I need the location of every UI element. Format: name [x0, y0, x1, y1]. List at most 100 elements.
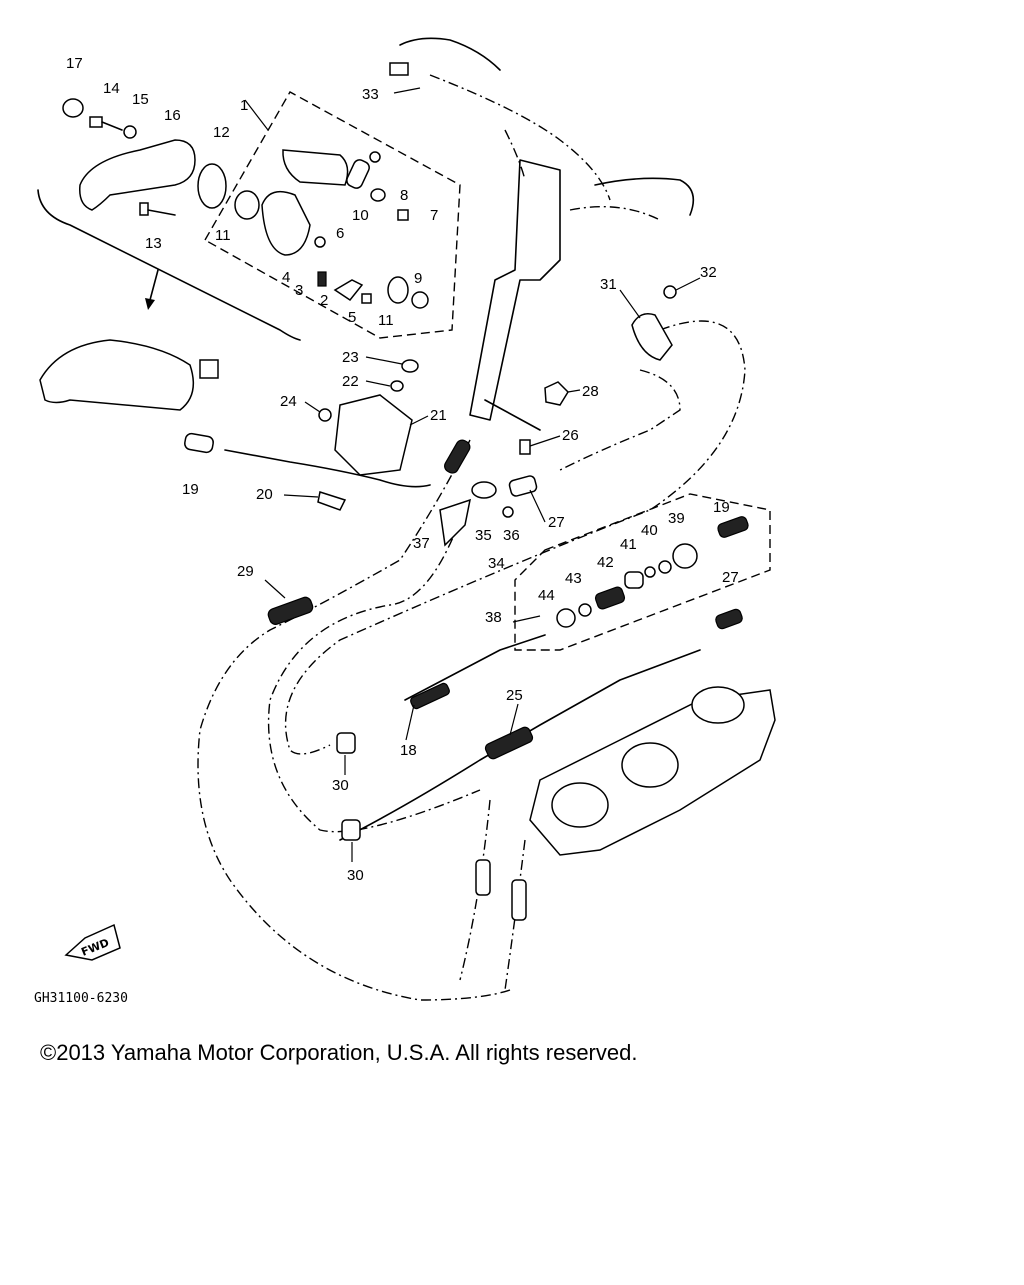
- callout-42: 42: [597, 554, 614, 571]
- callout-36: 36: [503, 527, 520, 544]
- callout-41: 41: [620, 536, 637, 553]
- callout-27-a: 27: [548, 514, 565, 531]
- washer-41: [644, 566, 656, 578]
- screw-part-5: [361, 293, 372, 304]
- nut-24: [318, 408, 332, 422]
- throttle-housing: [261, 190, 311, 256]
- grommet-43: [594, 586, 626, 610]
- steering-post: [469, 159, 561, 421]
- fwd-arrow-icon: FWD: [64, 923, 121, 961]
- callout-24: 24: [280, 393, 297, 410]
- adjuster-18: [410, 682, 450, 710]
- spring-part: [317, 271, 327, 287]
- boot-29: [267, 596, 314, 625]
- washer-part-11: [387, 276, 409, 304]
- callout-11-b: 11: [378, 312, 394, 329]
- cap-part: [62, 98, 84, 118]
- cable-sleeve-a: [475, 859, 491, 896]
- washer-43: [578, 603, 592, 617]
- bushing-42: [624, 571, 644, 589]
- nut-39: [672, 543, 698, 569]
- adjuster-25: [484, 726, 534, 760]
- handlebar-tube: [429, 74, 611, 201]
- throttle-lever: [79, 139, 196, 211]
- screw-part-7: [397, 209, 409, 221]
- callout-37: 37: [413, 535, 430, 552]
- choke-cable: [559, 369, 681, 471]
- callout-34: 34: [488, 555, 505, 572]
- callout-44: 44: [538, 587, 555, 604]
- callout-17: 17: [66, 55, 83, 72]
- nut-44: [556, 608, 576, 628]
- nut-23: [401, 359, 419, 373]
- bracket-arm: [484, 399, 541, 431]
- screw-shaft: [147, 209, 176, 216]
- callout-8: 8: [400, 187, 408, 204]
- callout-5: 5: [348, 309, 356, 326]
- assembly-box-38: [514, 493, 771, 651]
- drawing-code: GH31100-6230: [34, 991, 128, 1006]
- grommet-27-right: [715, 608, 743, 630]
- grommet-19: [184, 432, 214, 454]
- handlebar-grip-top: [399, 37, 501, 71]
- washer-40: [658, 560, 672, 574]
- handlebar-right-lower: [569, 206, 661, 221]
- clamp-20: [317, 491, 347, 511]
- link-pin: [369, 151, 381, 163]
- washer-part: [123, 125, 137, 139]
- left-switch: [199, 359, 219, 379]
- direction-arrow: [149, 269, 159, 301]
- callout-22: 22: [342, 373, 359, 390]
- link-part: [346, 159, 370, 189]
- callout-3: 3: [295, 282, 303, 299]
- clip-part: [411, 291, 429, 309]
- callout-12: 12: [213, 124, 230, 141]
- callout-11-a: 11: [215, 227, 231, 244]
- assembly-box-1: [204, 91, 461, 339]
- callout-38: 38: [485, 609, 502, 626]
- callout-31: 31: [600, 276, 617, 293]
- cable-34: [267, 519, 481, 833]
- copyright-notice: ©2013 Yamaha Motor Corporation, U.S.A. A…: [40, 1040, 638, 1065]
- bolt-32: [663, 285, 677, 299]
- cable-31-loop: [284, 320, 746, 755]
- leader-lines: [264, 87, 701, 862]
- cable-18: [404, 634, 546, 701]
- switch-33: [389, 62, 409, 76]
- boot-upper: [444, 439, 471, 474]
- callout-15: 15: [132, 91, 149, 108]
- callout-28: 28: [582, 383, 599, 400]
- callout-32: 32: [700, 264, 717, 281]
- panel-outline: [37, 189, 301, 341]
- carb-throat-3: [691, 686, 745, 724]
- leader-1: [244, 99, 269, 131]
- callout-29: 29: [237, 563, 254, 580]
- callout-27-b: 27: [722, 569, 739, 586]
- direction-arrow-head: [145, 298, 155, 310]
- callout-7: 7: [430, 207, 438, 224]
- callout-39: 39: [668, 510, 685, 527]
- screw-36: [502, 506, 514, 518]
- nut-28: [544, 381, 569, 406]
- cap-35: [471, 481, 497, 499]
- callout-26: 26: [562, 427, 579, 444]
- bolt-head: [89, 116, 103, 128]
- callout-6: 6: [336, 225, 344, 242]
- screw-head: [139, 202, 149, 216]
- callout-16: 16: [164, 107, 181, 124]
- callout-19-b: 19: [713, 499, 730, 516]
- washer-part-8: [370, 188, 386, 202]
- callout-19-a: 19: [182, 481, 199, 498]
- cable-end-b: [504, 839, 526, 991]
- callout-labels: 1 2 3 4 5 6 7 8 9 10 11 11 12 13 14 15 1…: [66, 55, 739, 884]
- cable-29: [197, 439, 511, 1001]
- throttle-shaft: [282, 149, 349, 186]
- callout-30-b: 30: [347, 867, 364, 884]
- callout-21: 21: [430, 407, 447, 424]
- bushing-30-a: [336, 732, 356, 754]
- callout-33: 33: [362, 86, 379, 103]
- callout-43: 43: [565, 570, 582, 587]
- callout-2: 2: [320, 292, 328, 309]
- grommet-19-right: [717, 516, 749, 538]
